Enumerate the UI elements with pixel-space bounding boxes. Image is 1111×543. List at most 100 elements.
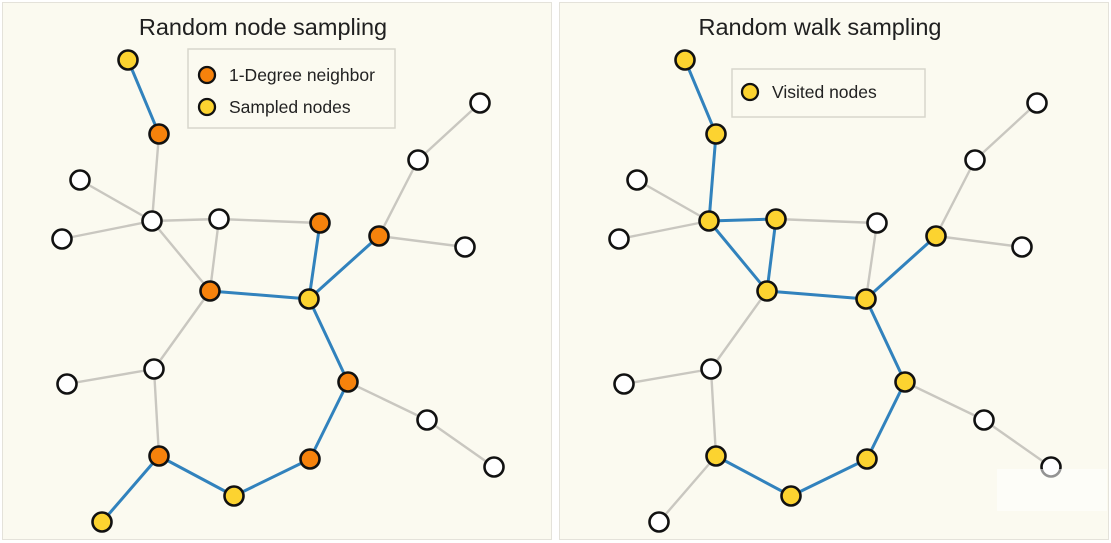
graph-edge xyxy=(865,380,907,461)
graph-node xyxy=(613,373,635,395)
graph-edge xyxy=(709,367,718,458)
graph-edge xyxy=(150,132,161,223)
graph-node xyxy=(199,280,221,302)
graph-edge xyxy=(425,418,496,469)
graph-edge xyxy=(707,132,718,223)
graph-edge xyxy=(60,219,154,241)
graph-node xyxy=(698,210,720,232)
graph-node xyxy=(454,236,476,258)
graph-node xyxy=(925,225,947,247)
graph-node xyxy=(866,212,888,234)
graph-edge xyxy=(982,418,1053,469)
graph-node xyxy=(309,212,331,234)
graph-node xyxy=(51,228,73,250)
graph-edge xyxy=(78,178,154,223)
graph-node xyxy=(894,371,916,393)
graph-node xyxy=(298,288,320,310)
graph-node xyxy=(608,228,630,250)
graph-edge xyxy=(152,367,161,458)
graph-edge xyxy=(683,58,718,136)
graph-node xyxy=(1026,92,1048,114)
graph-node xyxy=(705,445,727,467)
graph-edge xyxy=(65,367,156,386)
graph-edge xyxy=(709,289,769,371)
graph-node xyxy=(223,485,245,507)
graph-node xyxy=(143,358,165,380)
graph-node xyxy=(855,288,877,310)
graph-node xyxy=(141,210,163,232)
legend-box xyxy=(731,68,926,118)
graph-edge xyxy=(416,101,482,162)
graph-node xyxy=(700,358,722,380)
graph-edge xyxy=(622,367,713,386)
graph-edge xyxy=(377,158,420,238)
graph-node xyxy=(469,92,491,114)
graph-node xyxy=(299,448,321,470)
graph-node xyxy=(416,409,438,431)
graph-edge xyxy=(934,158,977,238)
graph-edge xyxy=(208,289,311,301)
graph-edge xyxy=(973,101,1039,162)
legend-swatch-icon xyxy=(197,97,217,117)
graph-node xyxy=(407,149,429,171)
graph-node xyxy=(964,149,986,171)
graph-edge xyxy=(789,457,869,498)
graph-node xyxy=(756,280,778,302)
graph-node xyxy=(148,123,170,145)
graph-edge xyxy=(346,380,429,422)
graph-edge xyxy=(307,221,322,301)
graph-node xyxy=(483,456,505,478)
graph-edge xyxy=(232,457,312,498)
graph-edge xyxy=(707,217,778,223)
graph-edge xyxy=(377,234,467,249)
graph-node xyxy=(1011,236,1033,258)
graph-node xyxy=(56,373,78,395)
graph-edge xyxy=(714,454,793,498)
panel-title: Random walk sampling xyxy=(699,14,942,40)
legend-label: 1-Degree neighbor xyxy=(229,65,375,85)
legend-box xyxy=(187,48,396,129)
graph-edge xyxy=(657,454,718,524)
graph-edge xyxy=(934,234,1024,249)
graph-edge xyxy=(903,380,986,422)
graph-node xyxy=(337,371,359,393)
graph-edge xyxy=(774,217,879,225)
graph-node xyxy=(765,208,787,230)
panel-random-walk-sampling: Visited nodes Random walk sampling xyxy=(559,2,1109,540)
graph-edge xyxy=(126,58,161,136)
graph-node xyxy=(674,49,696,71)
legend-swatch-icon xyxy=(740,82,760,102)
graph-edge xyxy=(100,454,161,524)
graph-node xyxy=(705,123,727,145)
graph-edge xyxy=(707,219,769,293)
legend-swatch-icon xyxy=(197,65,217,85)
graph-node xyxy=(91,511,113,533)
legend-label: Visited nodes xyxy=(772,82,877,102)
graph-edge xyxy=(217,217,322,225)
legend-label: Sampled nodes xyxy=(229,97,351,117)
graph-node xyxy=(780,485,802,507)
graph-node xyxy=(69,169,91,191)
graph-edge xyxy=(617,219,711,241)
graph-edge xyxy=(864,221,879,301)
graph-edge xyxy=(307,297,350,384)
graph-node xyxy=(148,445,170,467)
panel-title: Random node sampling xyxy=(139,14,387,40)
graph-edge xyxy=(765,217,778,293)
graph-edge xyxy=(208,217,221,293)
graph-node xyxy=(856,448,878,470)
graph-edge xyxy=(635,178,711,223)
graph-node xyxy=(117,49,139,71)
graph-node xyxy=(368,225,390,247)
graph-edge xyxy=(864,297,907,384)
graph-edge xyxy=(765,289,868,301)
graph-node xyxy=(648,511,670,533)
graph-node xyxy=(973,409,995,431)
graph-edge xyxy=(152,289,212,371)
graph-node xyxy=(208,208,230,230)
graph-edge xyxy=(308,380,350,461)
graph-edge xyxy=(157,454,236,498)
graph-node xyxy=(1040,456,1062,478)
